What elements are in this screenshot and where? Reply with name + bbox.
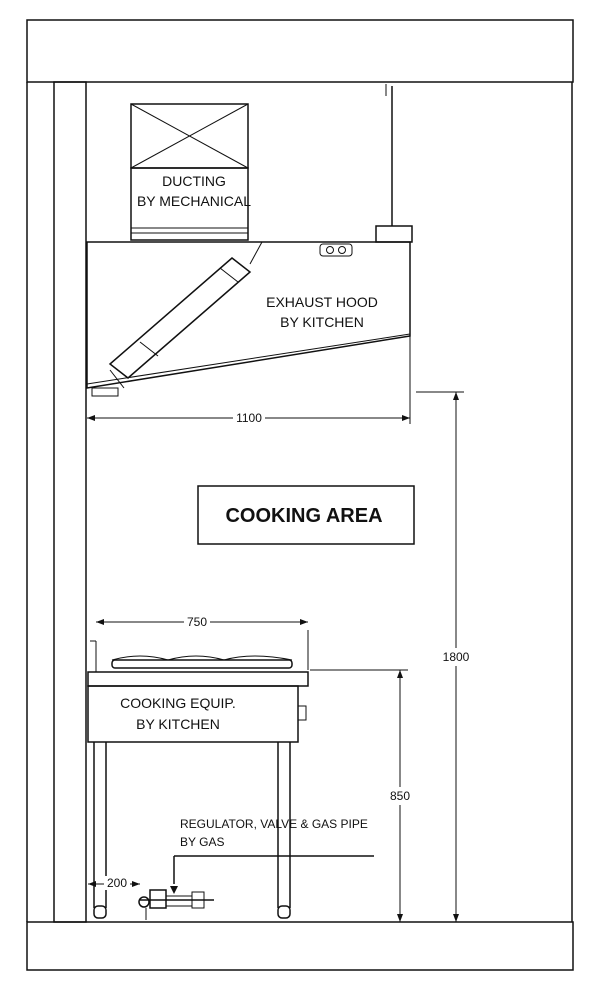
dim-equip-height: 850 — [310, 669, 412, 922]
dim-hood-width: 1100 — [87, 336, 411, 425]
ducting-label-2: BY MECHANICAL — [137, 193, 251, 209]
gas-label-1: REGULATOR, VALVE & GAS PIPE — [180, 817, 368, 831]
hanger-rod — [375, 84, 413, 243]
cooking-equipment: COOKING EQUIP. BY KITCHEN — [87, 630, 309, 919]
exhaust-hood: EXHAUST HOOD BY KITCHEN — [86, 241, 411, 397]
hood-label-2: BY KITCHEN — [280, 314, 364, 330]
valve-icon — [138, 896, 150, 908]
gas-label-2: BY GAS — [180, 835, 224, 849]
cooking-area-box: COOKING AREA — [197, 485, 415, 545]
ducting-label-1: DUCTING — [162, 173, 226, 189]
cooking-area-label: COOKING AREA — [225, 505, 382, 527]
hood-filter — [108, 257, 252, 379]
dim-total-height: 1800 — [416, 391, 470, 922]
equip-label-2: BY KITCHEN — [136, 716, 220, 732]
left-wall — [26, 81, 87, 923]
floor-slab — [26, 921, 574, 971]
dim-equip-height-label: 850 — [390, 789, 410, 803]
dim-equip-width: 750 — [96, 615, 308, 629]
regulator-icon — [149, 889, 167, 909]
dim-equip-width-label: 750 — [187, 615, 207, 629]
ceiling-slab — [26, 19, 574, 83]
ducting: DUCTING BY MECHANICAL — [130, 103, 251, 241]
dim-wall-offset: 200 — [88, 876, 140, 890]
dim-hood-width-label: 1100 — [236, 411, 262, 425]
equip-label-1: COOKING EQUIP. — [120, 695, 236, 711]
dim-total-height-label: 1800 — [443, 650, 470, 664]
hood-label-1: EXHAUST HOOD — [266, 294, 378, 310]
gas-regulator-assembly: REGULATOR, VALVE & GAS PIPE BY GAS — [138, 817, 374, 920]
dim-wall-offset-label: 200 — [107, 876, 127, 890]
hood-light-icon — [319, 243, 353, 257]
